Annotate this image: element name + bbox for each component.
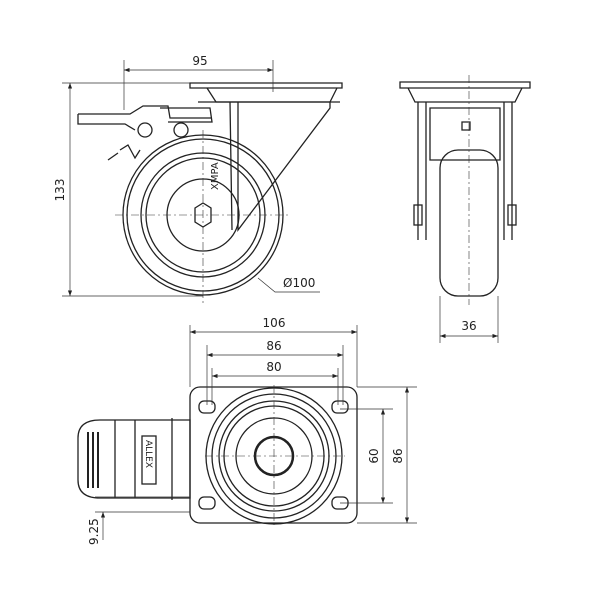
mount-hole: [198, 496, 216, 510]
bottom-view: ALLEX 106 86 80 60 86 9.25: [77, 316, 417, 545]
brake-pedal: [77, 418, 191, 500]
axle-nut: [194, 202, 212, 228]
brake-logo: ALLEX: [143, 440, 153, 468]
front-view: 36: [399, 75, 531, 343]
pivot-bolt: [137, 122, 153, 138]
brake-lever: [77, 105, 212, 161]
dim-wheel-diameter: Ø100: [283, 276, 315, 290]
dim-hole-spacing-length: 60: [367, 448, 381, 463]
mount-hole: [331, 400, 349, 414]
side-view: XMPA 95 133 Ø100: [53, 54, 343, 305]
pivot-bolt: [173, 122, 189, 138]
dim-plate-length: 86: [391, 448, 405, 463]
dim-plate-length-outer: 86: [266, 339, 281, 353]
dim-hole-spacing-width: 80: [266, 360, 281, 374]
dim-height: 133: [53, 179, 67, 202]
swivel-fork: [160, 101, 340, 232]
side-logo: XMPA: [210, 162, 221, 190]
dim-brake-offset: 9.25: [87, 518, 101, 545]
dim-wheel-width: 36: [461, 319, 476, 333]
top-plate: [189, 82, 343, 103]
dim-offset: 95: [192, 54, 207, 68]
dim-plate-width: 106: [263, 316, 286, 330]
